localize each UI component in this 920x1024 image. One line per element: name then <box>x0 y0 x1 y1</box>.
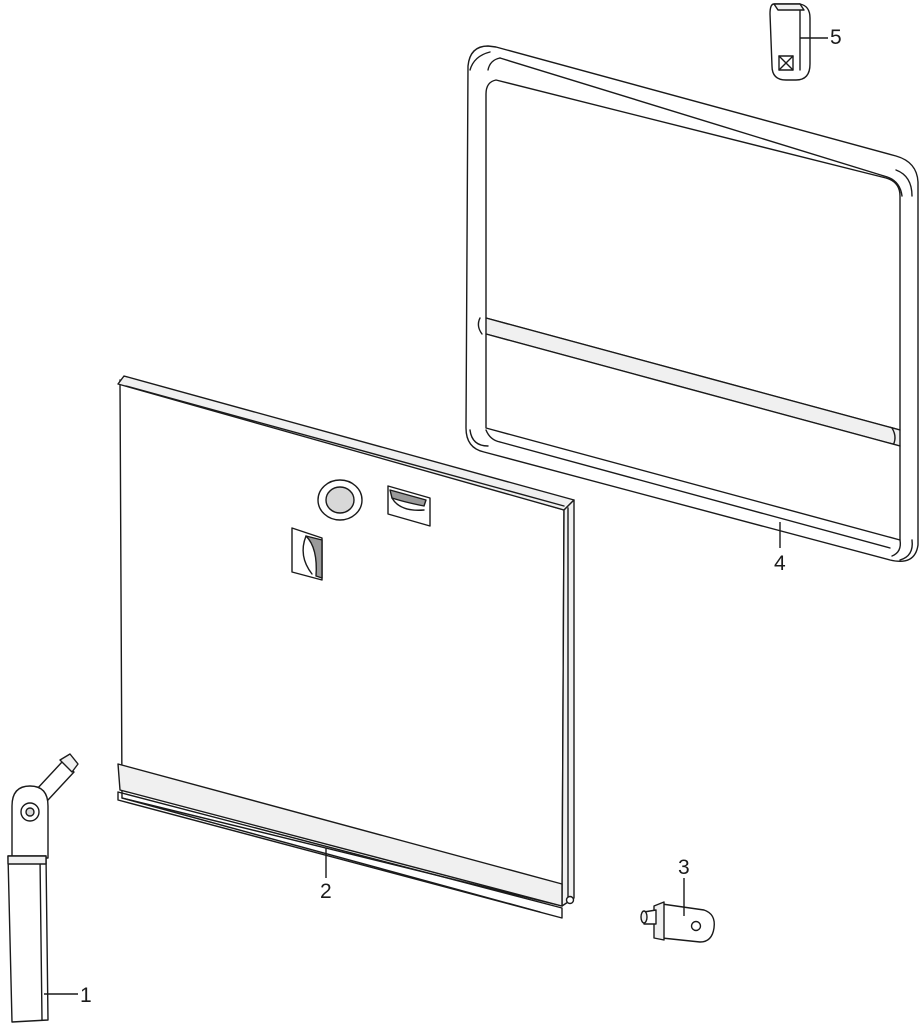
callout-3: 3 <box>678 856 690 916</box>
callout-4: 4 <box>774 522 786 575</box>
door-frame-part <box>465 45 919 563</box>
latch-clip-part <box>769 3 811 81</box>
callout-1: 1 <box>44 984 92 1007</box>
callout-label-2: 2 <box>320 880 332 903</box>
callout-label-1: 1 <box>80 984 92 1007</box>
callout-5: 5 <box>800 26 842 49</box>
callout-label-5: 5 <box>830 26 842 49</box>
callout-2: 2 <box>320 848 332 903</box>
door-panel-part <box>117 375 575 919</box>
callout-label-3: 3 <box>678 856 690 879</box>
hinge-arm-part <box>7 753 79 1023</box>
callout-label-4: 4 <box>774 552 786 575</box>
hinge-pin-part <box>640 901 715 943</box>
